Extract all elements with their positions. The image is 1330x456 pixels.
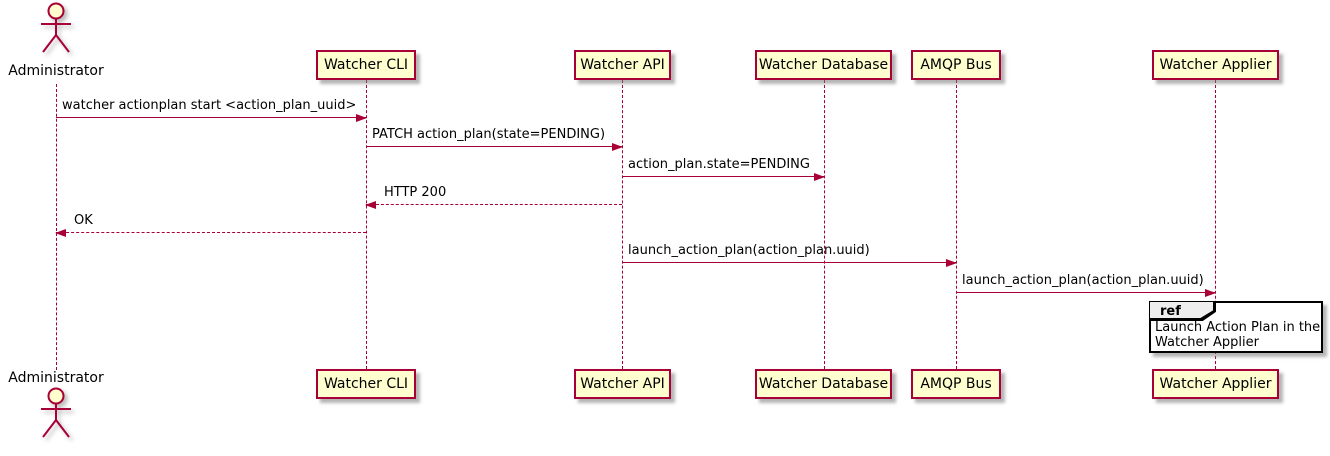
message-arrowhead-icon bbox=[55, 229, 66, 237]
participant-label: AMQP Bus bbox=[920, 376, 992, 392]
message-actionplan-start: watcher actionplan start <action_plan_uu… bbox=[56, 98, 367, 122]
message-line bbox=[366, 204, 622, 205]
message-launch-action-plan-applier: launch_action_plan(action_plan.uuid) bbox=[956, 273, 1216, 297]
lifeline-amqp-bus bbox=[956, 80, 957, 369]
participant-bottom-amqp-bus: AMQP Bus bbox=[911, 369, 1001, 399]
message-line bbox=[622, 176, 824, 177]
participant-label: Watcher CLI bbox=[323, 57, 409, 73]
ref-text-line1: Launch Action Plan in the bbox=[1155, 320, 1321, 335]
ref-header bbox=[1150, 302, 1216, 321]
message-arrowhead-icon bbox=[365, 201, 376, 209]
participant-top-watcher-api: Watcher API bbox=[574, 50, 671, 80]
lifeline-watcher-cli bbox=[366, 80, 367, 369]
lifeline-watcher-database bbox=[824, 80, 825, 369]
message-line bbox=[56, 117, 366, 118]
actor-label-top: Administrator bbox=[8, 63, 104, 79]
actor-icon bbox=[41, 387, 71, 438]
participant-label: AMQP Bus bbox=[920, 57, 992, 73]
participant-label: Watcher CLI bbox=[323, 376, 409, 392]
lifeline-watcher-api bbox=[622, 80, 623, 369]
message-state-pending: action_plan.state=PENDING bbox=[622, 157, 825, 181]
ref-header-fill bbox=[1150, 302, 1213, 318]
message-patch-action-plan: PATCH action_plan(state=PENDING) bbox=[366, 127, 623, 151]
message-label: HTTP 200 bbox=[384, 185, 447, 200]
ref-keyword: ref bbox=[1160, 304, 1181, 319]
participant-label: Watcher Applier bbox=[1159, 57, 1272, 73]
message-label: action_plan.state=PENDING bbox=[628, 157, 810, 172]
actor-label-bottom: Administrator bbox=[8, 370, 104, 386]
message-line bbox=[622, 262, 956, 263]
message-arrowhead-icon bbox=[946, 259, 957, 267]
message-launch-action-plan-amqp: launch_action_plan(action_plan.uuid) bbox=[622, 243, 957, 267]
ref-text-line2: Watcher Applier bbox=[1155, 335, 1259, 350]
participant-top-watcher-cli: Watcher CLI bbox=[316, 50, 416, 80]
participant-top-watcher-applier: Watcher Applier bbox=[1152, 50, 1279, 80]
participant-label: Watcher API bbox=[580, 376, 665, 392]
message-arrowhead-icon bbox=[814, 173, 825, 181]
participant-bottom-watcher-applier: Watcher Applier bbox=[1152, 369, 1279, 399]
lifeline-administrator bbox=[56, 84, 57, 370]
message-arrowhead-icon bbox=[612, 143, 623, 151]
message-line bbox=[366, 146, 622, 147]
ref-text: Launch Action Plan in the Watcher Applie… bbox=[1155, 320, 1320, 350]
participant-label: Watcher API bbox=[580, 57, 665, 73]
actor-icon bbox=[41, 2, 71, 53]
ref-fragment: ref Launch Action Plan in the Watcher Ap… bbox=[1149, 301, 1323, 353]
message-line bbox=[956, 292, 1215, 293]
participant-label: Watcher Database bbox=[758, 376, 889, 392]
message-label: PATCH action_plan(state=PENDING) bbox=[372, 127, 606, 142]
participant-top-watcher-database: Watcher Database bbox=[755, 50, 892, 80]
participant-bottom-watcher-api: Watcher API bbox=[574, 369, 671, 399]
participant-label: Watcher Database bbox=[758, 57, 889, 73]
message-arrowhead-icon bbox=[1205, 289, 1216, 297]
participant-label: Watcher Applier bbox=[1159, 376, 1272, 392]
message-label: OK bbox=[74, 213, 93, 228]
message-arrowhead-icon bbox=[356, 114, 367, 122]
message-ok: OK bbox=[55, 213, 366, 237]
message-label: watcher actionplan start <action_plan_uu… bbox=[62, 98, 357, 113]
participant-bottom-watcher-cli: Watcher CLI bbox=[316, 369, 416, 399]
message-label: launch_action_plan(action_plan.uuid) bbox=[962, 273, 1204, 288]
message-label: launch_action_plan(action_plan.uuid) bbox=[628, 243, 870, 258]
message-http-200: HTTP 200 bbox=[365, 185, 622, 209]
lifeline-watcher-applier bbox=[1215, 80, 1216, 369]
participant-bottom-watcher-database: Watcher Database bbox=[755, 369, 892, 399]
message-line bbox=[56, 232, 366, 233]
participant-top-amqp-bus: AMQP Bus bbox=[911, 50, 1001, 80]
